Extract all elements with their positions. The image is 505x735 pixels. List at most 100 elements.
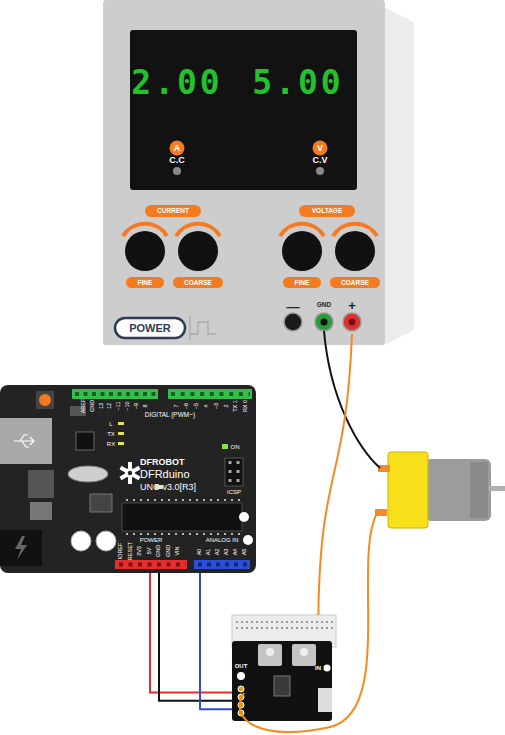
power-button xyxy=(115,318,185,338)
main-chip xyxy=(122,503,242,531)
header-label: POWER xyxy=(140,537,163,543)
icsp-pins xyxy=(229,461,232,484)
terminal-label: GND xyxy=(317,302,331,309)
led xyxy=(222,444,228,449)
pin-label: VIN xyxy=(175,546,181,555)
pin-label: A4 xyxy=(233,549,239,556)
screw-terminal xyxy=(318,688,332,712)
indicator-badge xyxy=(313,141,328,156)
brand-text: UNO v3.0[R3] xyxy=(140,483,196,492)
led xyxy=(118,422,124,425)
knob xyxy=(335,231,375,271)
indicator-badge xyxy=(170,141,185,156)
knob xyxy=(125,231,165,271)
pin-label: RESET xyxy=(128,542,134,560)
pin-label: ~10 xyxy=(125,401,131,410)
brand-text: DFRduino xyxy=(140,469,190,480)
jack-icon xyxy=(15,536,27,560)
led xyxy=(173,167,181,175)
led xyxy=(118,442,124,445)
led xyxy=(316,167,324,175)
reset-button xyxy=(39,394,51,406)
knob-label: FINE xyxy=(295,280,310,287)
pin-label: TX 1 xyxy=(234,400,240,412)
motor-shaft xyxy=(489,486,505,491)
pin-label: A5 xyxy=(242,549,248,556)
mount-hole xyxy=(237,672,245,680)
usb-port xyxy=(0,418,52,464)
control-label: VOLTAGE xyxy=(312,208,342,215)
led-label: ON xyxy=(231,444,240,450)
terminal-hole xyxy=(321,319,328,326)
display-reading: 5.00 xyxy=(252,66,343,99)
logo-spoke xyxy=(128,462,132,484)
sensor-board xyxy=(232,641,332,721)
terminal xyxy=(315,313,333,331)
reset-base xyxy=(36,391,54,409)
breadboard-holes xyxy=(236,627,334,629)
wire xyxy=(240,513,377,732)
capacitor xyxy=(71,531,91,551)
sensor-chip xyxy=(274,676,290,696)
pin-label: IOREF xyxy=(118,543,124,560)
wire xyxy=(200,573,232,709)
pin-label: 3V3 xyxy=(137,546,143,556)
mount-hole xyxy=(239,512,249,522)
display-reading: 2.00 xyxy=(131,66,222,99)
header-pins xyxy=(198,563,249,567)
header-label: ANALOG IN xyxy=(206,537,239,543)
pill xyxy=(299,205,355,217)
motor-cap xyxy=(388,452,428,528)
unit-letter: V xyxy=(317,144,323,153)
pin-label: 4 xyxy=(204,404,210,407)
button-label: POWER xyxy=(129,323,171,334)
chip xyxy=(90,494,112,512)
usb-icon xyxy=(14,435,34,447)
pin-label: A2 xyxy=(215,549,221,556)
regulator xyxy=(28,470,54,498)
motor-body xyxy=(425,459,491,521)
header-pins xyxy=(75,392,156,396)
pin-label: ~6 xyxy=(184,403,190,409)
header-label: ICSP xyxy=(227,489,241,495)
wire xyxy=(324,331,380,468)
pin-label: GND xyxy=(156,545,162,557)
header-pins xyxy=(119,563,186,567)
chip-pins xyxy=(126,533,240,535)
led xyxy=(118,432,124,435)
terminal-label: — xyxy=(287,300,300,313)
pin-label: A1 xyxy=(206,549,212,556)
led-label: L xyxy=(109,421,112,427)
power-jack xyxy=(0,530,42,566)
pin-label: A3 xyxy=(224,549,230,556)
crystal xyxy=(68,466,108,482)
regulator xyxy=(30,502,52,520)
terminal: GND xyxy=(314,298,334,334)
icsp-pins xyxy=(237,461,240,484)
board xyxy=(0,385,256,573)
pin xyxy=(238,686,244,692)
knob-label: COARSE xyxy=(341,280,369,287)
current-sensor: OUTIN xyxy=(232,615,336,721)
terminal: + xyxy=(342,298,362,334)
pin-label: ~9 xyxy=(134,403,140,409)
pin-label: 12 xyxy=(108,403,114,409)
header-label: DIGITAL (PWM~) xyxy=(145,412,195,419)
knob xyxy=(178,231,218,271)
wire xyxy=(150,573,232,692)
pin-label: ~3 xyxy=(214,403,220,409)
pin-label: AREF xyxy=(81,399,87,414)
case-front xyxy=(103,0,385,345)
switch-icon xyxy=(190,316,216,340)
header-pins xyxy=(171,392,250,396)
logo xyxy=(119,462,140,484)
pill xyxy=(283,277,321,288)
header xyxy=(168,389,252,399)
mount-hole xyxy=(324,665,331,672)
pin-label: 2 xyxy=(224,404,230,407)
pill xyxy=(126,277,164,288)
knob-label: FINE xyxy=(138,280,153,287)
